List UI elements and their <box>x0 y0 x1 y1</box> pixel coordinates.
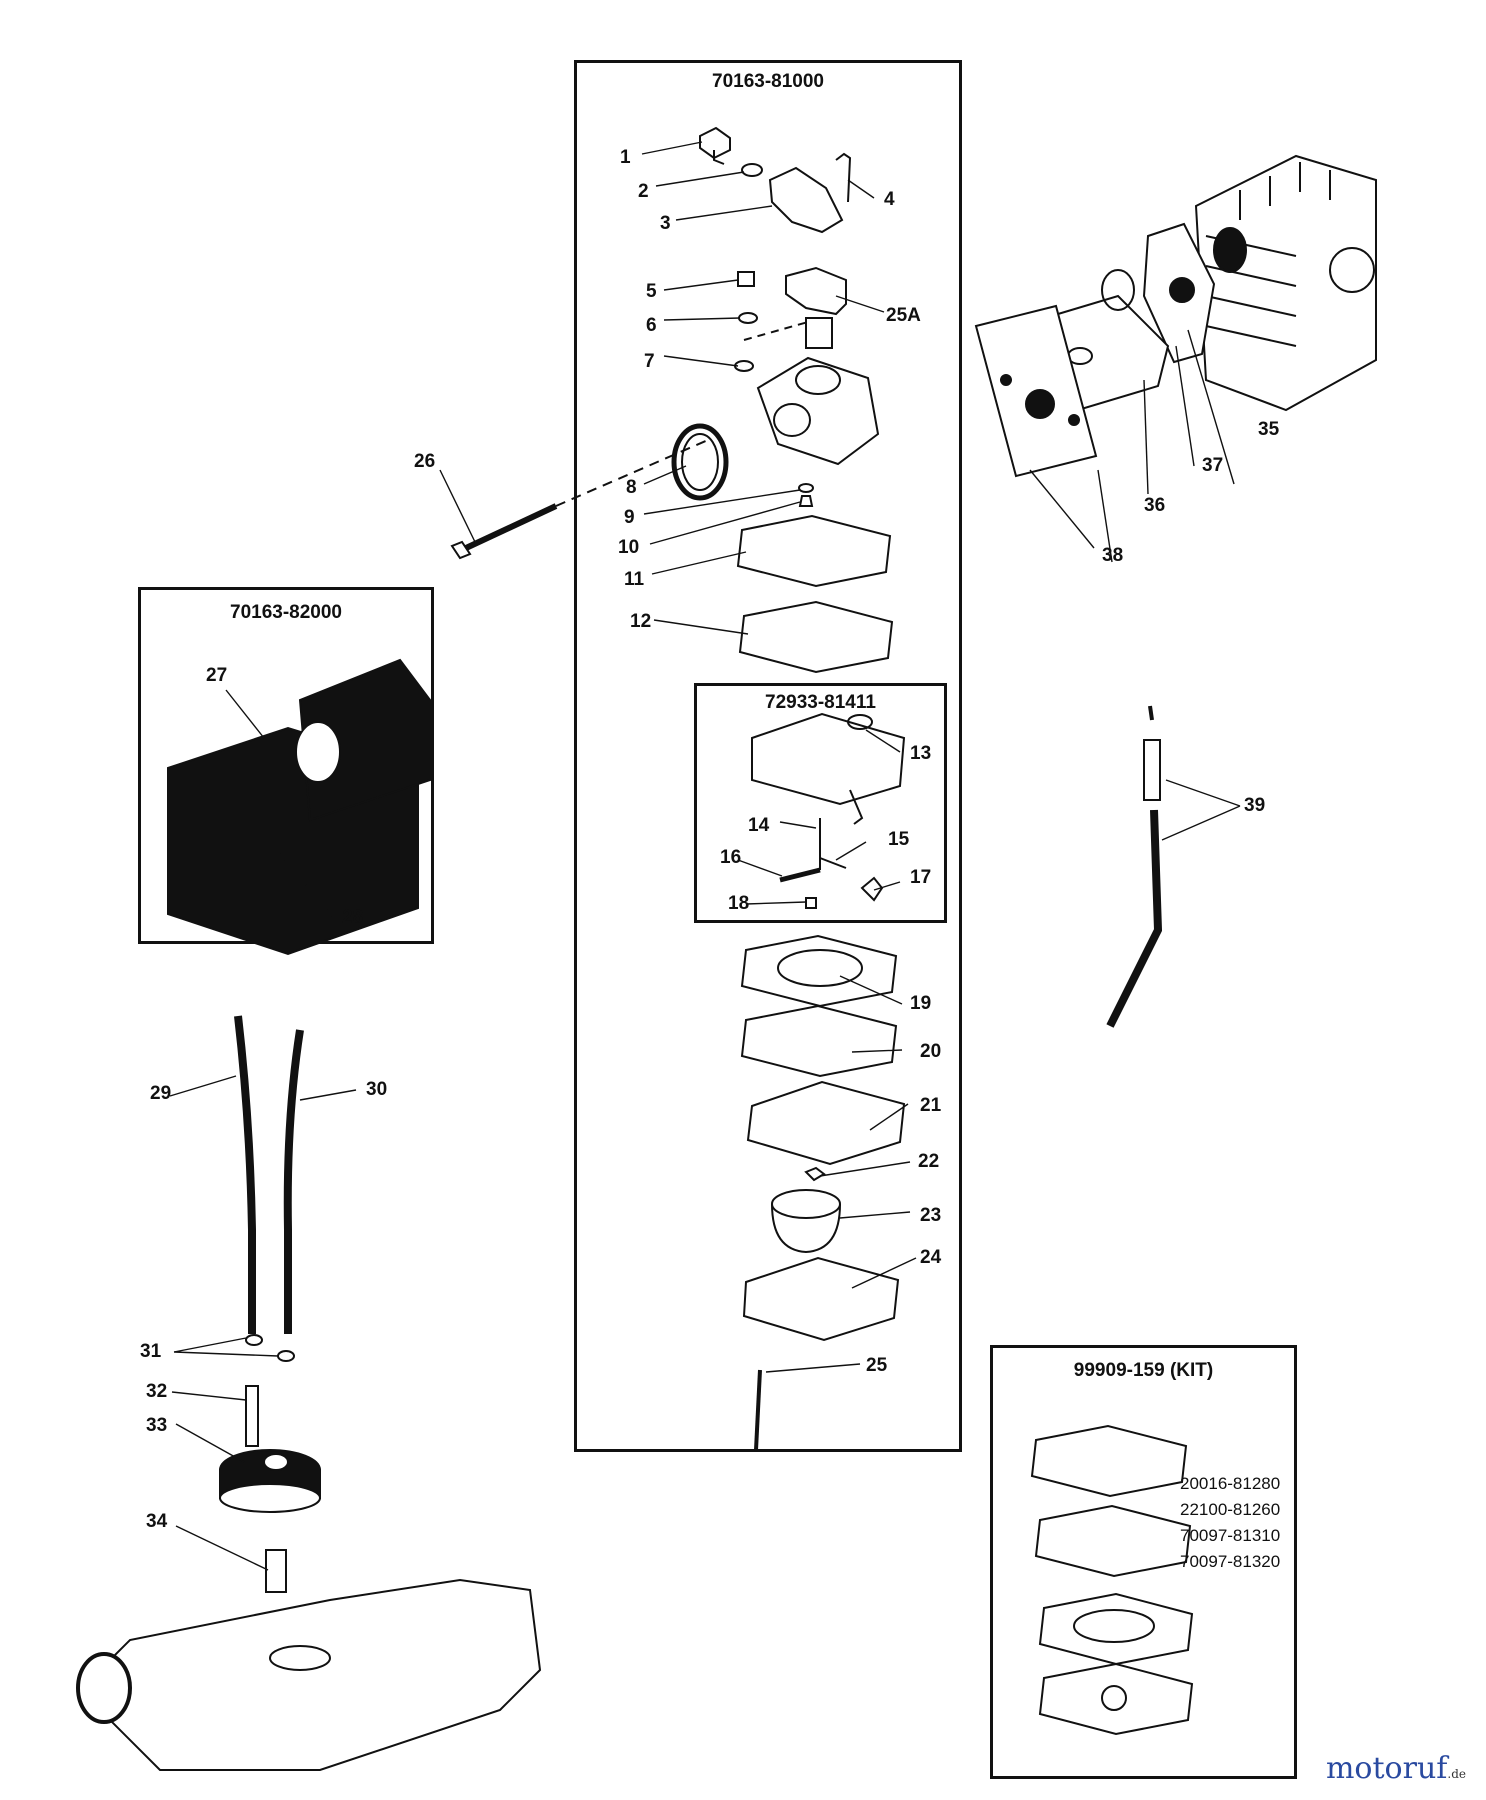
logo-text: motoruf <box>1325 1751 1448 1786</box>
leader-lines <box>169 141 1241 1571</box>
callout-28: 28 <box>342 907 364 928</box>
callout-9: 9 <box>624 507 635 528</box>
kit-part-number-1: 20016-81280 <box>1180 1474 1281 1493</box>
fuel-filter-part-34 <box>265 1549 287 1593</box>
cylinder-part-35 <box>1194 154 1377 412</box>
kit-gasket-1 <box>1030 1424 1188 1498</box>
fuel-line-part-29 <box>234 1015 256 1334</box>
gasket-part-11 <box>736 514 892 588</box>
callout-27: 27 <box>206 665 228 686</box>
washer-part-2 <box>741 163 763 177</box>
gasket-kit-number: 99909-159 (KIT) <box>1073 1360 1214 1381</box>
callout-24: 24 <box>920 1247 942 1268</box>
carburetor-assembly-box: 70163-81000 <box>574 60 962 1452</box>
pump-body-box: 72933-81411 <box>694 683 947 923</box>
callout-22: 22 <box>918 1151 940 1172</box>
callout-34: 34 <box>146 1511 168 1532</box>
diaphragm-part-20 <box>740 1004 898 1078</box>
motoruf-logo: motoruf.de <box>1326 1751 1466 1786</box>
callout-7: 7 <box>644 351 655 372</box>
callout-30: 30 <box>366 1079 388 1100</box>
callout-13: 13 <box>910 743 932 764</box>
kit-diaphragm-4 <box>1038 1662 1194 1736</box>
callout-5: 5 <box>646 281 657 302</box>
fitting-part-5 <box>737 271 755 287</box>
logo-suffix: .de <box>1447 1767 1466 1781</box>
fuel-line-part-30 <box>283 1029 304 1334</box>
pump-body-part-13 <box>751 712 906 825</box>
callout-32: 32 <box>146 1381 168 1402</box>
screw-part-25 <box>754 1369 762 1451</box>
callout-16: 16 <box>720 847 742 868</box>
callout-17: 17 <box>910 867 932 888</box>
callout-21: 21 <box>920 1095 942 1116</box>
carburetor-body <box>756 356 880 466</box>
callout-18: 18 <box>728 893 750 914</box>
callout-11: 11 <box>624 569 645 590</box>
fuel-tank <box>76 1578 542 1771</box>
air-filter-box: 70163-82000 <box>138 587 434 944</box>
kit-part-number-3: 70097-81310 <box>1180 1526 1281 1545</box>
kit-gasket-2 <box>1034 1504 1192 1578</box>
screw-part-18 <box>805 897 817 909</box>
callout-14: 14 <box>748 815 770 836</box>
callout-1: 1 <box>620 147 631 168</box>
long-screw-part-26 <box>450 439 709 560</box>
grommet-part-31a <box>245 1334 263 1346</box>
callout-3: 3 <box>660 213 671 234</box>
callout-35: 35 <box>1258 419 1280 440</box>
connector-part-32 <box>245 1385 259 1447</box>
grommet-part-31b <box>277 1350 295 1362</box>
callout-15: 15 <box>888 829 910 850</box>
kit-part-number-2: 22100-81260 <box>1180 1500 1281 1519</box>
callout-38: 38 <box>1102 545 1124 566</box>
callout-19: 19 <box>910 993 932 1014</box>
callout-25: 25 <box>866 1355 888 1376</box>
callout-6: 6 <box>646 315 657 336</box>
tank-cap-part-33 <box>219 1449 321 1513</box>
callout-25a: 25A <box>886 305 921 326</box>
screw-part-22 <box>804 1166 826 1182</box>
kit-part-number-4: 70097-81320 <box>1180 1552 1281 1571</box>
callout-39: 39 <box>1244 795 1266 816</box>
cover-plate-part-24 <box>742 1256 900 1342</box>
primer-bulb-part-23 <box>771 1189 841 1254</box>
seal-ring-part-8 <box>671 423 729 501</box>
pin-part-16 <box>779 867 821 883</box>
kit-gasket-3 <box>1038 1592 1194 1666</box>
fitting-part-1 <box>699 126 731 165</box>
callout-26: 26 <box>414 451 436 472</box>
callout-12: 12 <box>630 611 652 632</box>
callout-31: 31 <box>140 1341 162 1362</box>
fuel-line-part-39 <box>1106 705 1163 1028</box>
carburetor-assembly-number: 70163-81000 <box>712 71 824 92</box>
washer-part-9 <box>798 483 814 493</box>
gasket-part-19 <box>740 934 898 1008</box>
insulator-gasket-part-38 <box>974 304 1098 478</box>
callout-23: 23 <box>920 1205 942 1226</box>
callout-20: 20 <box>920 1041 942 1062</box>
callout-4: 4 <box>884 189 895 210</box>
callout-2: 2 <box>638 181 649 202</box>
callout-8: 8 <box>626 477 637 498</box>
screw-part-10 <box>798 495 814 507</box>
air-filter-number: 70163-82000 <box>230 602 342 623</box>
callout-37: 37 <box>1202 455 1224 476</box>
lever-part-3 <box>768 166 844 234</box>
cover-part-21 <box>746 1080 906 1166</box>
callout-36: 36 <box>1144 495 1166 516</box>
gasket-kit-box: 99909-159 (KIT) <box>990 1345 1297 1779</box>
pump-body-number: 72933-81411 <box>765 692 876 713</box>
carburetor-top-part-25a <box>785 266 847 349</box>
callout-10: 10 <box>618 537 640 558</box>
callout-33: 33 <box>146 1415 168 1436</box>
air-filter-part-27-28 <box>167 658 431 956</box>
gasket-part-12 <box>738 600 894 674</box>
lever-part-15 <box>819 857 847 869</box>
callout-29: 29 <box>150 1083 172 1104</box>
